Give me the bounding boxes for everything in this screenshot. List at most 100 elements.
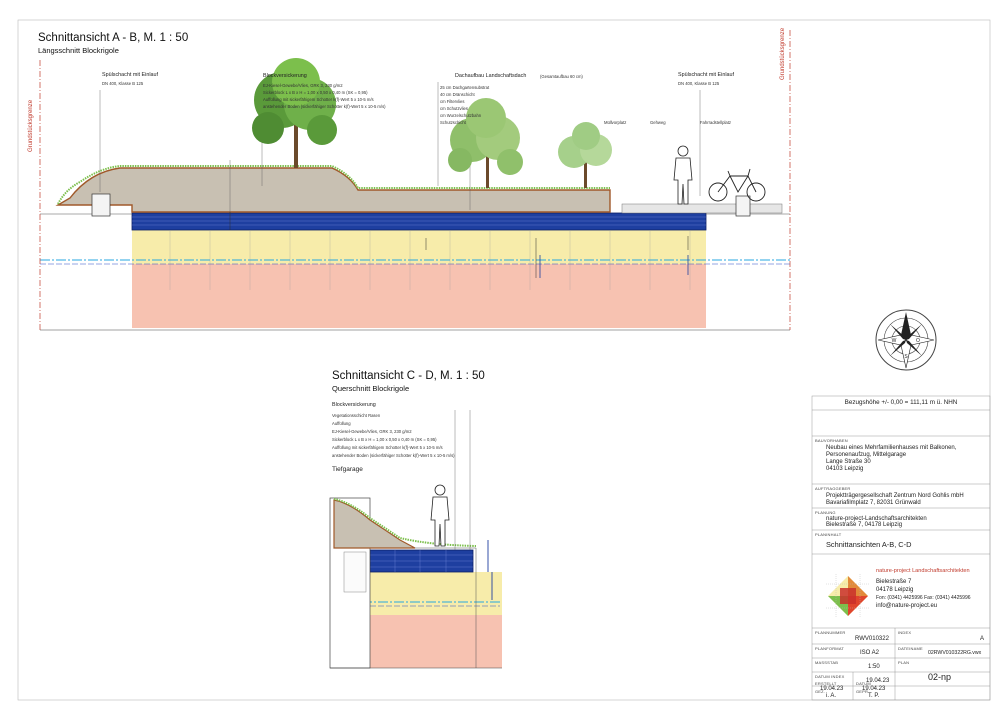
gez-key: GEZ. <box>815 689 826 694</box>
label-spuel-left: Spülschacht mit Einlauf <box>102 72 159 78</box>
label-block: Blockversickerung <box>263 73 307 79</box>
format: ISO A2 <box>860 650 880 656</box>
ab-yellow-zone <box>132 230 706 264</box>
dach-layer-4: cm Schutzvlies <box>440 106 468 111</box>
section-cd-subtitle: Querschnitt Blockrigole <box>332 384 410 393</box>
massstab-key: MASSSTAB <box>815 660 839 665</box>
cd-layer-5: Auffüllung mit sickerfähigem Schotter k(… <box>332 445 443 450</box>
gepr: T. P. <box>868 693 880 699</box>
cd-tiefgarage: Tiefgarage <box>332 466 363 473</box>
compass-s: S <box>904 354 908 360</box>
index: A <box>980 636 985 642</box>
ab-tree-2 <box>448 98 523 188</box>
label-spuel-right-sub: DN 400, Klasse B 125 <box>678 81 720 86</box>
datum2: 19.04.23 <box>862 686 886 692</box>
block-layer-2: Sickerblock L x B x H = 1,00 x 0,50 x 0,… <box>263 90 368 95</box>
planung-line-2: Bielestraße 7, 04178 Leipzig <box>826 522 903 528</box>
bauvorhaben-line-3: Lange Straße 30 <box>826 459 871 465</box>
cd-layer-2: Auffüllung <box>332 421 351 426</box>
cd-layer-4: Sickerblock L x B x H = 1,00 x 0,50 x 0,… <box>332 437 437 442</box>
ab-dim-marks <box>229 212 689 278</box>
label-spuel-left-sub: DN 400, Klasse B 125 <box>102 81 144 86</box>
cd-mound <box>333 499 416 549</box>
auftraggeber-line-2: Bavariafilmplatz 7, 82031 Grünwald <box>826 500 921 506</box>
cd-layer-1: Vegetationsschicht Rasen <box>332 413 381 418</box>
bauvorhaben-key: BAUVORHABEN <box>815 438 848 443</box>
datum-index-key: DATUM INDEX <box>815 674 845 679</box>
format-key: PLANFORMAT <box>815 646 845 651</box>
ab-pavement <box>621 203 783 214</box>
sheet-frame <box>17 19 991 701</box>
plan-key: PLAN <box>898 660 910 665</box>
datum2-key: DATUM <box>856 681 871 686</box>
compass-e: O <box>916 338 920 344</box>
label-dach: Dachaufbau Landschaftsdach <box>455 73 527 79</box>
logo-text: nature-project Landschaftsarchitekten <box>876 568 970 574</box>
planinhalt: Schnittansichten A-B, C-D <box>826 540 912 549</box>
plannummer: RWV010322 <box>855 636 889 642</box>
ab-person <box>673 145 693 205</box>
section-cd-title: Schnittansicht C - D, M. 1 : 50 <box>332 370 485 382</box>
label-fahrrad: Fahrradstellplatz <box>700 120 731 125</box>
cd-yellow-zone <box>370 572 502 615</box>
boundary-label-right: Grundstücksgrenze <box>780 27 786 80</box>
dach-layer-2: 40 cm Dränschicht <box>440 92 475 97</box>
dach-layer-1: 25 cm Dachgartensubstrat <box>440 85 490 90</box>
ab-pink-zone <box>132 264 706 328</box>
bauvorhaben-line-4: 04103 Leipzig <box>826 466 864 472</box>
datei: 02RWV010322RG.vwx <box>928 650 982 656</box>
planinhalt-key: PLANINHALT <box>815 532 842 537</box>
section-ab-title: Schnittansicht A - B, M. 1 : 50 <box>38 32 189 44</box>
boundary-label-left: Grundstücksgrenze <box>28 99 34 152</box>
auftraggeber-key: AUFTRAGGEBER <box>815 486 851 491</box>
ab-shaft-left <box>91 193 111 217</box>
cd-grass <box>333 498 477 547</box>
erstellt-key: ERSTELLT <box>815 681 837 686</box>
section-ab-subtitle: Längsschnitt Blockrigole <box>38 46 119 55</box>
ab-soil-left <box>40 214 132 330</box>
gez: i. A. <box>826 693 837 699</box>
auftraggeber-line-1: Projektträgergesellschaft Zentrum Nord G… <box>826 493 964 499</box>
title-block-frame <box>811 395 991 701</box>
dach-layer-5: cm Wurzelschutzbahn <box>440 113 482 118</box>
block-layer-1: EJ-Kiesel-Gewebe/Vlies, GRK 3, 230 g/m2 <box>263 83 343 88</box>
planung-key: PLANUNG <box>815 510 836 515</box>
ab-tree-1 <box>252 58 337 168</box>
cd-block-head: Blockversickerung <box>332 402 376 408</box>
compass-n: N <box>904 322 908 328</box>
label-gehweg: Gehweg <box>650 120 666 125</box>
bauvorhaben-line-2: Personenaufzug, Mittelgarage <box>826 452 907 458</box>
ab-sickerblock <box>131 212 707 231</box>
ab-shaft-right <box>735 195 751 217</box>
ab-sickerblock-pattern <box>132 216 706 226</box>
cd-person <box>430 484 450 547</box>
erstellt: 19.04.23 <box>820 686 844 692</box>
bezugshoehe: Bezugshöhe +/- 0,00 = 111,11 m ü. NHN <box>844 399 958 406</box>
index-key: INDEX <box>898 630 912 635</box>
massstab: 1:50 <box>868 664 880 670</box>
dach-layer-3: cm Filtervlies <box>440 99 465 104</box>
address-line-2: 04178 Leipzig <box>876 587 914 593</box>
label-spuel-right: Spülschacht mit Einlauf <box>678 72 735 78</box>
plan-number: 02-np <box>928 672 952 682</box>
compass-w: W <box>892 338 897 344</box>
block-layer-3: Auffüllung mit sickerfähigem Schotter k(… <box>263 97 374 102</box>
ab-bicycle <box>708 168 766 202</box>
address-line-4: info@nature-project.eu <box>876 603 938 609</box>
planung-line-1: nature-project-Landschaftsarchitekten <box>826 516 927 522</box>
datei-key: DATEINAME <box>898 646 923 651</box>
address-line-1: Bielestraße 7 <box>876 579 912 585</box>
cd-pink-zone <box>370 615 502 668</box>
cd-layer-3: EJ-Kiesel-Gewebe/Vlies, GRK 3, 230 g/m2 <box>332 429 412 434</box>
address-line-3: Fon: (0341) 4425996 Fax: (0341) 4425996 <box>876 595 971 601</box>
ab-tree-3 <box>558 122 612 188</box>
ab-grass <box>57 165 610 205</box>
dach-layer-6: Schutzschicht <box>440 120 466 125</box>
compass-rose: N O S W <box>875 309 937 371</box>
bauvorhaben-line-1: Neubau eines Mehrfamilienhauses mit Balk… <box>826 445 957 451</box>
block-layer-4: anstehender Boden (sickerfähiger Schotte… <box>263 104 386 109</box>
cd-layer-6: anstehender Boden (sickerfähiger Schotte… <box>332 453 455 458</box>
gepr-key: GEPR. <box>856 689 870 694</box>
